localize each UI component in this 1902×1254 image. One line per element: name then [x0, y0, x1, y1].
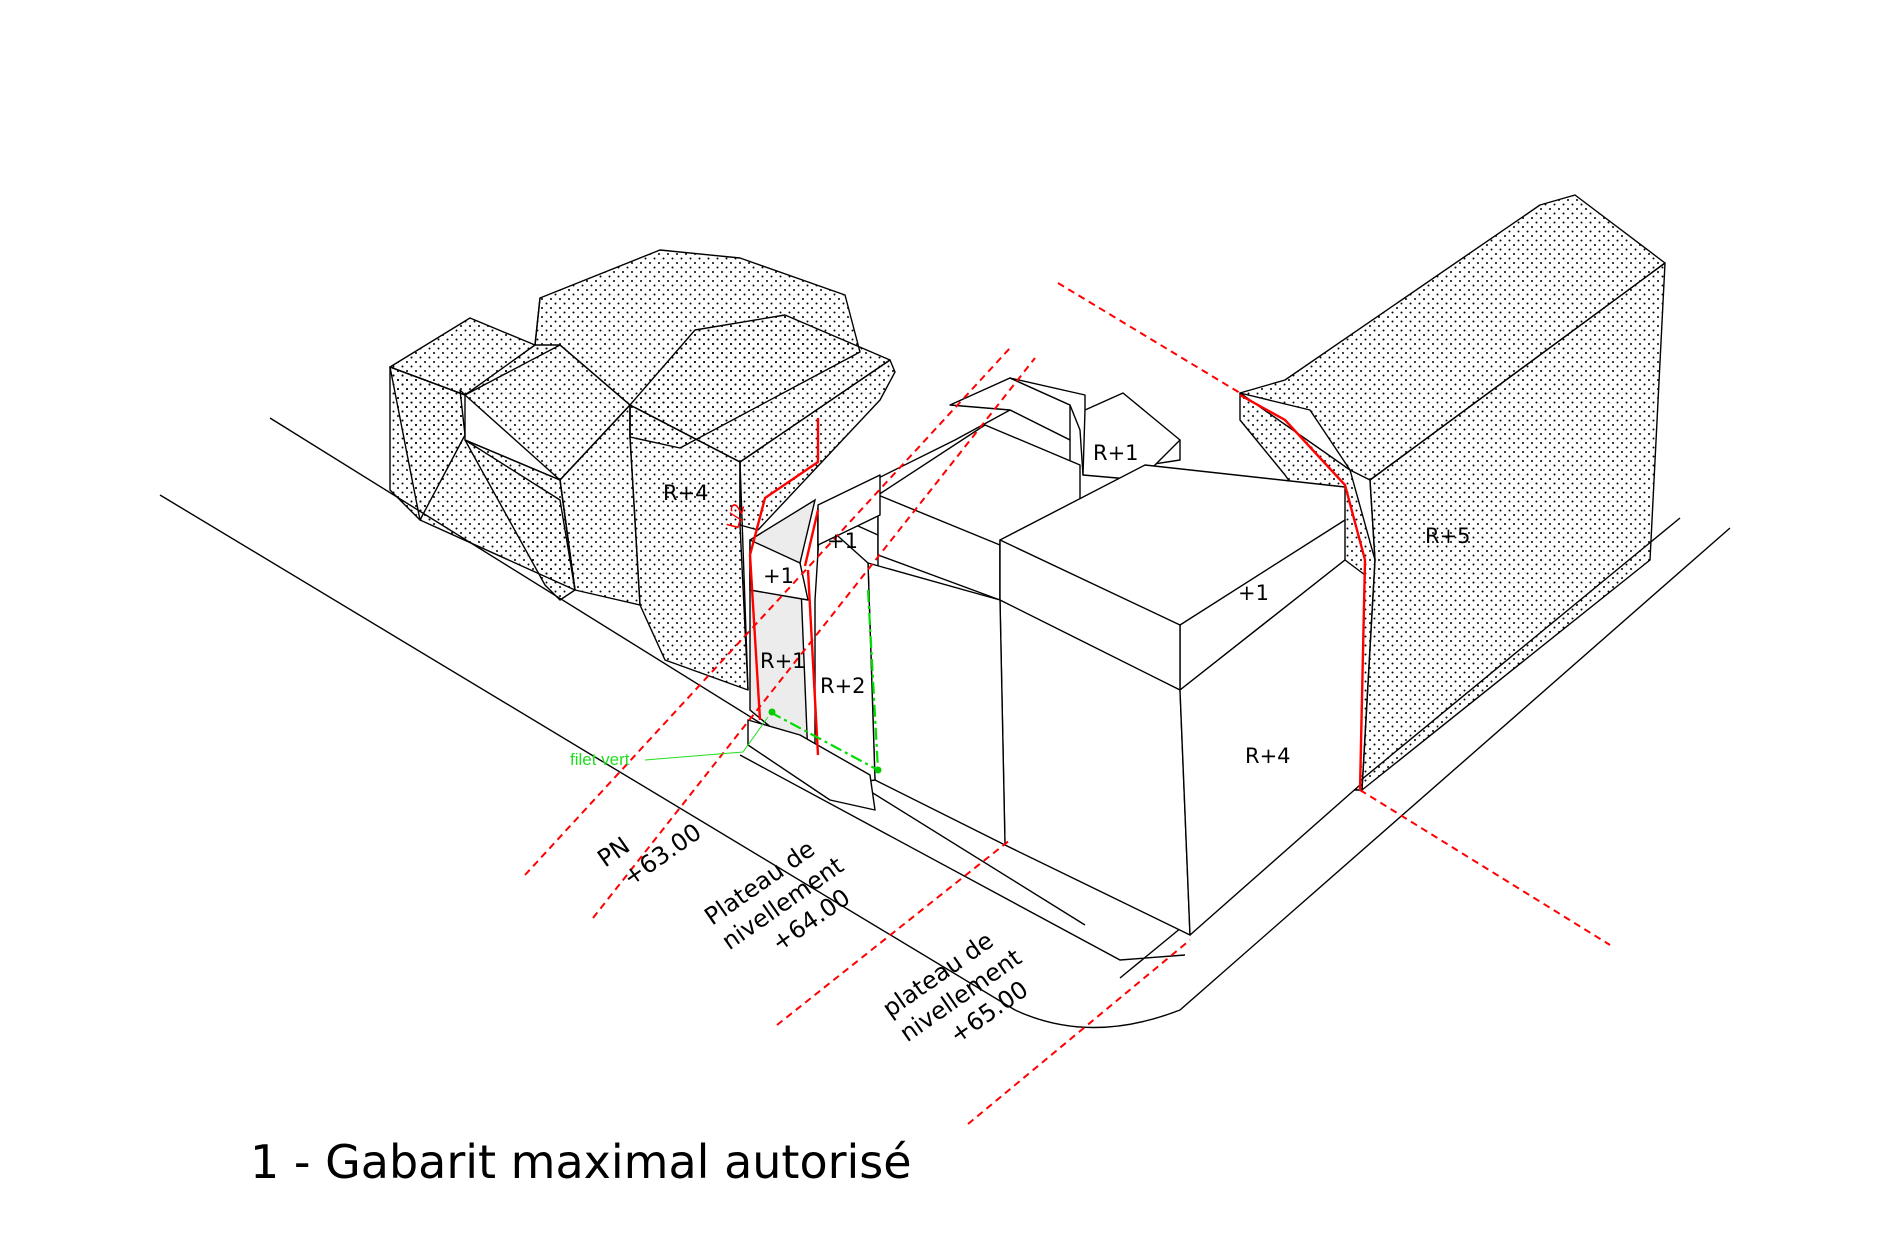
label-r1-grey: R+1 [760, 649, 806, 673]
level-pn: PN +63.00 [592, 818, 706, 892]
label-r4-main: R+4 [1245, 744, 1291, 768]
label-plus1-main: +1 [1238, 581, 1269, 605]
label-r1-top: R+1 [1093, 441, 1139, 465]
label-r5-right: R+5 [1425, 524, 1471, 548]
figure-caption: 1 - Gabarit maximal autorisé [250, 1135, 912, 1189]
label-plus1-a: +1 [827, 529, 858, 553]
filet-vert-markings [644, 589, 882, 774]
project-volumes [747, 377, 1366, 936]
limit-lines [524, 282, 1611, 1125]
label-plus1-b: +1 [763, 564, 794, 588]
label-filet-vert: filet vert [570, 750, 630, 769]
left-neighbour-buildings [389, 249, 896, 691]
label-r4-left: R+4 [663, 481, 709, 505]
label-r2: R+2 [820, 674, 866, 698]
level-plateau-64: Plateau de nivellement +64.00 [699, 835, 855, 957]
